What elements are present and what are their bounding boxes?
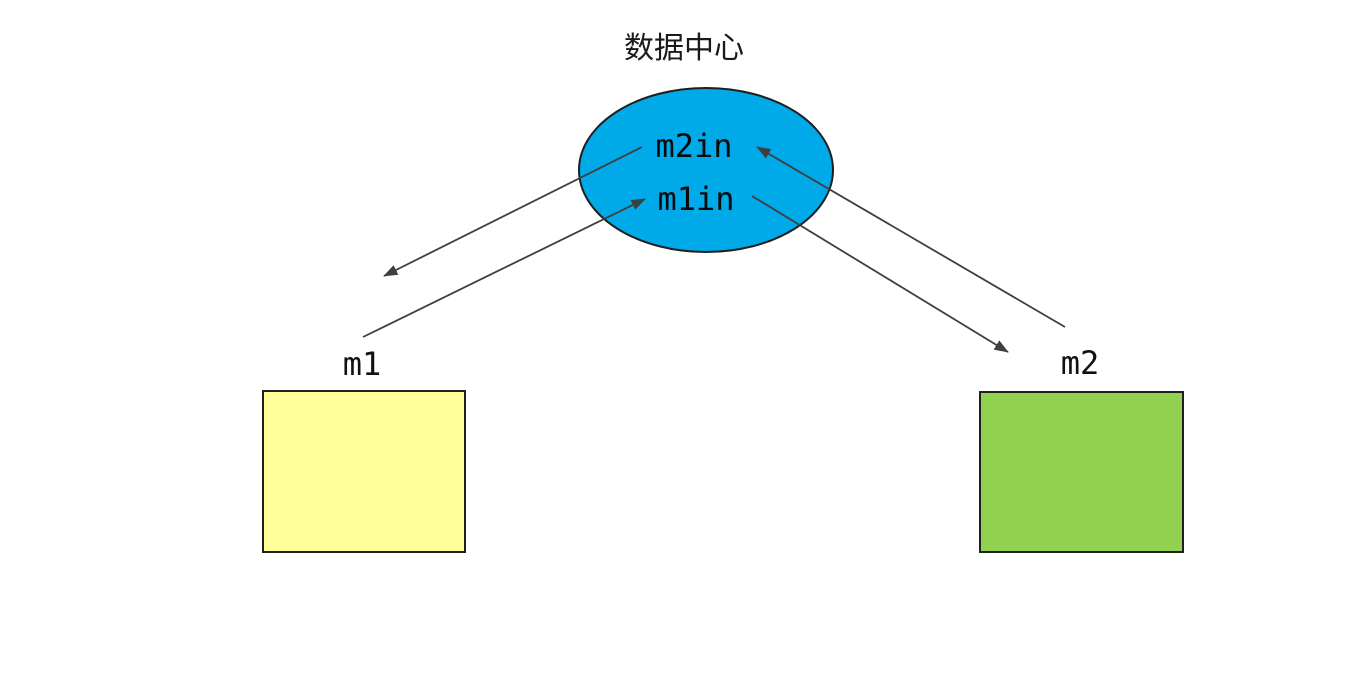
edge-datacenter-to-m2 [751,195,1009,353]
m2-label: m2 [1061,344,1100,382]
edge-m2-to-datacenter [756,146,1066,328]
m2-box [979,391,1184,553]
hub-label-m1in: m1in [657,180,734,218]
hub-label-m2in: m2in [655,127,732,165]
diagram-title: 数据中心 [624,32,744,65]
m1-box [262,390,466,553]
edge-m1-to-datacenter [362,198,646,338]
m1-label: m1 [343,345,382,383]
edge-datacenter-to-m1 [383,146,643,277]
data-center-ellipse [578,87,834,253]
